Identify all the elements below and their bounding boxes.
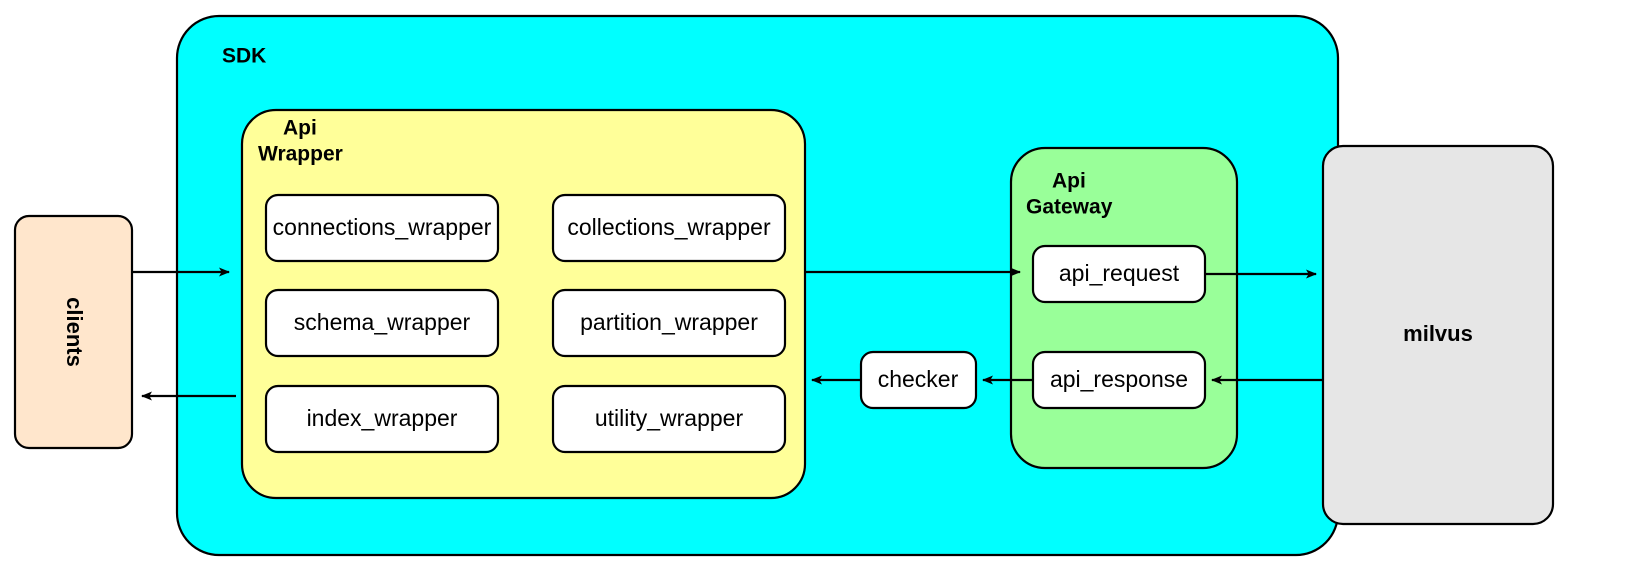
wrapper-module-label: connections_wrapper (273, 214, 492, 240)
wrapper-module-connections-wrapper[interactable]: connections_wrapper (264, 193, 500, 263)
wrapper-module-index-wrapper[interactable]: index_wrapper (264, 384, 500, 454)
wrapper-module-shape (264, 288, 500, 358)
wrapper-module-label: collections_wrapper (567, 214, 771, 240)
clients-node-shape (13, 214, 134, 450)
wrapper-module-label: partition_wrapper (580, 309, 758, 335)
wrapper-module-shape (264, 193, 500, 263)
wrapper-module-shape (551, 384, 787, 454)
wrapper-module-schema-wrapper[interactable]: schema_wrapper (264, 288, 500, 358)
wrapper-module-label: schema_wrapper (294, 309, 471, 335)
gateway-module-api-response[interactable]: api_response (1031, 350, 1207, 410)
checker-node-label: checker (878, 366, 959, 392)
wrapper-module-shape (551, 288, 787, 358)
api-wrapper-label-line-2: Wrapper (258, 143, 343, 166)
api-wrapper-label-line-1: Api (283, 117, 317, 140)
wrapper-module-partition-wrapper[interactable]: partition_wrapper (551, 288, 787, 358)
gateway-module-api-request[interactable]: api_request (1031, 244, 1207, 304)
clients-node-label: clients (62, 297, 87, 367)
wrapper-module-label: index_wrapper (307, 405, 458, 431)
gateway-module-label: api_request (1059, 260, 1180, 286)
wrapper-module-utility-wrapper[interactable]: utility_wrapper (551, 384, 787, 454)
api-gateway-container[interactable]: Api Gateway (1009, 146, 1239, 470)
milvus-node-label: milvus (1403, 321, 1473, 346)
clients-node[interactable]: clients (13, 214, 134, 450)
milvus-node[interactable]: milvus (1321, 144, 1555, 526)
sdk-container-label: SDK (222, 45, 266, 68)
gateway-module-label: api_response (1050, 366, 1188, 392)
api-gateway-label-line-2: Gateway (1026, 196, 1113, 219)
api-gateway-label-line-1: Api (1052, 170, 1086, 193)
milvus-node-shape (1321, 144, 1555, 526)
checker-node[interactable]: checker (859, 350, 978, 410)
wrapper-module-label: utility_wrapper (595, 405, 744, 431)
wrapper-module-shape (264, 384, 500, 454)
wrapper-module-collections-wrapper[interactable]: collections_wrapper (551, 193, 787, 263)
wrapper-module-shape (551, 193, 787, 263)
